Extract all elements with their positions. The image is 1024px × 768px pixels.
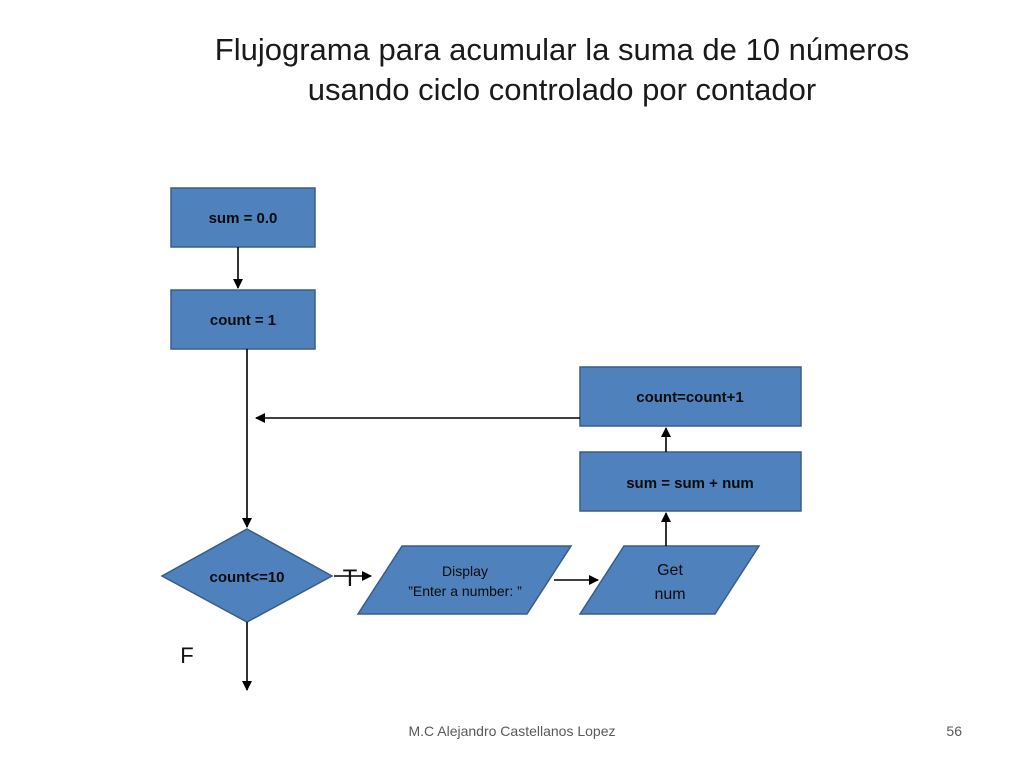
get-label-line-2: num [654, 586, 685, 603]
true-branch-label: T [343, 565, 358, 592]
io-get-num: Get num [578, 545, 761, 615]
page-number: 56 [946, 723, 962, 739]
sum-init-label: sum = 0.0 [209, 210, 278, 227]
false-branch-label: F [180, 643, 193, 668]
title-line-2: usando ciclo controlado por contador [307, 72, 817, 107]
footer-author: M.C Alejandro Castellanos Lopez [408, 723, 616, 739]
get-label-line-1: Get [657, 562, 683, 579]
count-increment-label: count=count+1 [636, 389, 744, 406]
process-count-init: count = 1 [170, 289, 316, 350]
io-display-prompt: Display ”Enter a number: ” [356, 545, 573, 615]
title-line-1: Flujograma para acumular la suma de 10 n… [214, 32, 910, 67]
slide-title: Flujograma para acumular la suma de 10 n… [100, 30, 1024, 110]
decision-count-check: count<=10 [160, 528, 334, 623]
count-init-label: count = 1 [210, 312, 276, 329]
sum-accumulate-label: sum = sum + num [626, 475, 754, 492]
process-count-increment: count=count+1 [579, 366, 802, 427]
process-sum-init: sum = 0.0 [170, 187, 316, 248]
display-label-line-2: ”Enter a number: ” [408, 583, 522, 599]
process-sum-accumulate: sum = sum + num [579, 451, 802, 512]
display-label-line-1: Display [442, 563, 488, 579]
condition-label: count<=10 [209, 569, 284, 586]
